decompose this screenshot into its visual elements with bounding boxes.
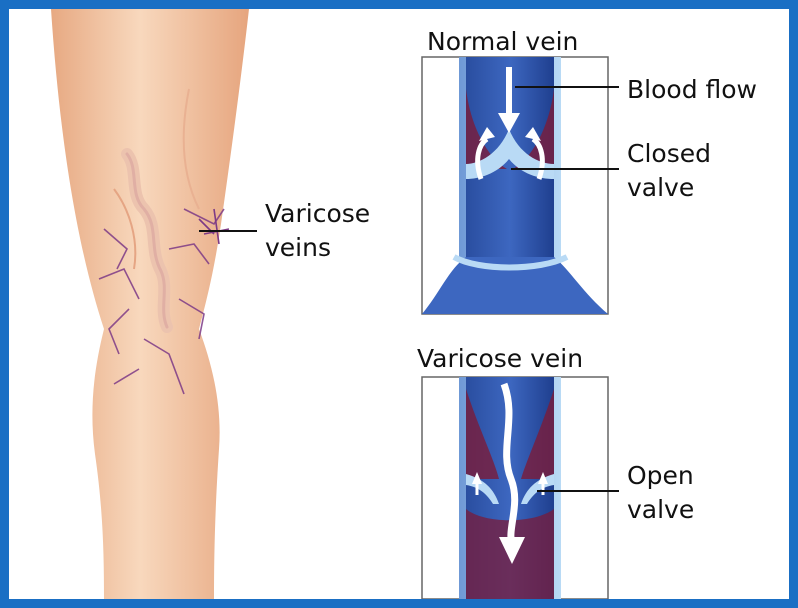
label-closed-valve-line2: valve bbox=[627, 171, 711, 205]
label-varicose-veins-line2: veins bbox=[265, 231, 370, 265]
label-varicose-veins-line1: Varicose bbox=[265, 197, 370, 231]
label-closed-valve-line1: Closed bbox=[627, 137, 711, 171]
normal-vein-title: Normal vein bbox=[427, 27, 578, 57]
label-closed-valve: Closed valve bbox=[627, 137, 711, 205]
label-varicose-veins: Varicose veins bbox=[265, 197, 370, 265]
label-blood-flow: Blood flow bbox=[627, 73, 757, 107]
leg bbox=[51, 9, 249, 599]
label-open-valve-line1: Open bbox=[627, 459, 694, 493]
normal-vein-panel bbox=[422, 57, 608, 314]
varicose-vein-panel bbox=[422, 377, 608, 599]
varicose-vein-title: Varicose vein bbox=[417, 344, 583, 374]
label-open-valve-line2: valve bbox=[627, 493, 694, 527]
label-open-valve: Open valve bbox=[627, 459, 694, 527]
